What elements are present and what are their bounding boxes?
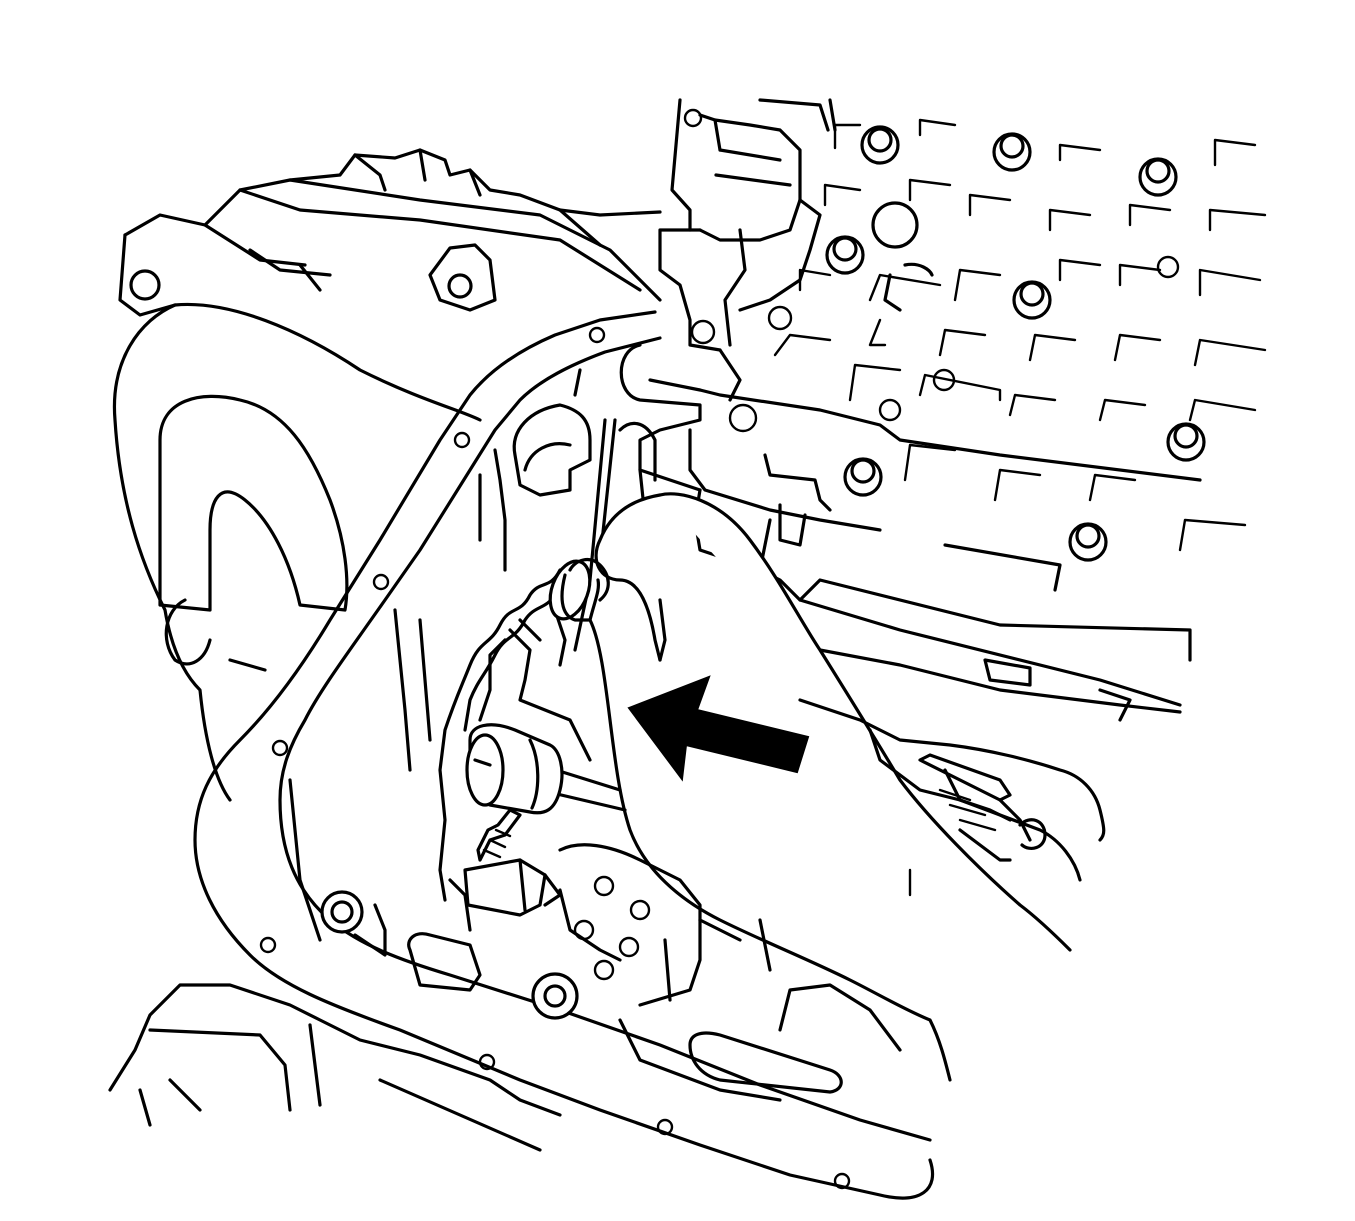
bolt [1068, 522, 1108, 562]
bolt [992, 132, 1032, 172]
bolt [843, 457, 883, 497]
bolt [1138, 157, 1178, 197]
valve-body-channels [773, 118, 1267, 897]
lower-casting [407, 843, 902, 1102]
side-cover [112, 269, 482, 802]
bolt [825, 235, 865, 275]
manual-valve-linkage [438, 559, 627, 932]
lower-housing [108, 983, 562, 1152]
lower-right-parts [918, 753, 1047, 862]
bolt [1012, 280, 1052, 320]
technician-hand [560, 492, 1106, 1082]
valve-body-plug [871, 201, 934, 312]
arrow-up-left-icon [627, 675, 810, 782]
bolt [1166, 422, 1206, 462]
valve-body-holes [683, 108, 1180, 433]
valve-body [619, 98, 1267, 897]
bolt [860, 125, 900, 165]
inner-cavity [288, 368, 662, 957]
valve-body-bolts [825, 125, 1206, 562]
transmission-case-outline [118, 148, 662, 317]
